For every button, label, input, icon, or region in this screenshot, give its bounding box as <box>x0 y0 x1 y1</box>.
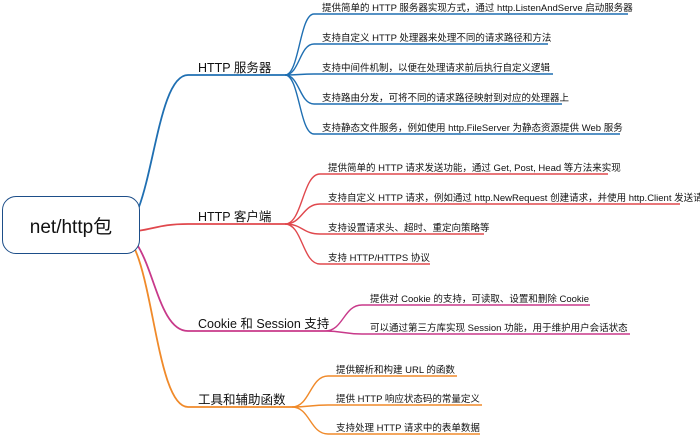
leaf-connector <box>291 406 329 435</box>
leaf-label: 支持处理 HTTP 请求中的表单数据 <box>336 423 480 434</box>
leaf-label: 提供对 Cookie 的支持，可读取、设置和删除 Cookie <box>370 294 590 305</box>
leaf-label: 支持设置请求头、超时、重定向策略等 <box>328 223 490 234</box>
leaf-connector <box>284 74 315 135</box>
branch-label: HTTP 服务器 <box>198 61 272 75</box>
leaf-connector <box>291 375 329 408</box>
leaf-label: 支持路由分发，可将不同的请求路径映射到对应的处理器上 <box>322 93 570 104</box>
leaf-connector <box>284 223 321 265</box>
leaf-label: 支持自定义 HTTP 处理器来处理不同的请求路径和方法 <box>322 33 552 44</box>
leaf-connector <box>284 43 315 76</box>
leaf-connector <box>324 304 363 332</box>
leaf-label: 支持自定义 HTTP 请求，例如通过 http.NewRequest 创建请求，… <box>328 193 700 204</box>
leaf-label: 支持中间件机制，以便在处理请求前后执行自定义逻辑 <box>322 63 551 74</box>
leaf-label: 提供简单的 HTTP 请求发送功能，通过 Get, Post, Head 等方法… <box>328 163 621 174</box>
leaf-label: 提供 HTTP 响应状态码的常量定义 <box>336 394 480 405</box>
leaf-label: 支持 HTTP/HTTPS 协议 <box>328 253 430 264</box>
leaf-label: 提供简单的 HTTP 服务器实现方式，通过 http.ListenAndServ… <box>322 3 633 14</box>
leaf-connector <box>284 203 321 225</box>
branch-label: Cookie 和 Session 支持 <box>198 317 330 331</box>
leaf-label: 支持静态文件服务，例如使用 http.FileServer 为静态资源提供 We… <box>322 123 623 134</box>
leaf-connector <box>284 13 315 76</box>
leaf-connector <box>324 330 363 335</box>
leaf-label: 提供解析和构建 URL 的函数 <box>336 365 455 376</box>
leaf-connector <box>284 173 321 225</box>
branch-label: HTTP 客户端 <box>198 210 272 224</box>
leaf-connector <box>284 74 315 105</box>
leaf-label: 可以通过第三方库实现 Session 功能，用于维护用户会话状态 <box>370 323 628 334</box>
root-label: net/http包 <box>29 216 113 238</box>
branch-connector <box>117 231 189 408</box>
root-node: net/http包 <box>2 196 140 254</box>
branch-label: 工具和辅助函数 <box>198 393 286 407</box>
